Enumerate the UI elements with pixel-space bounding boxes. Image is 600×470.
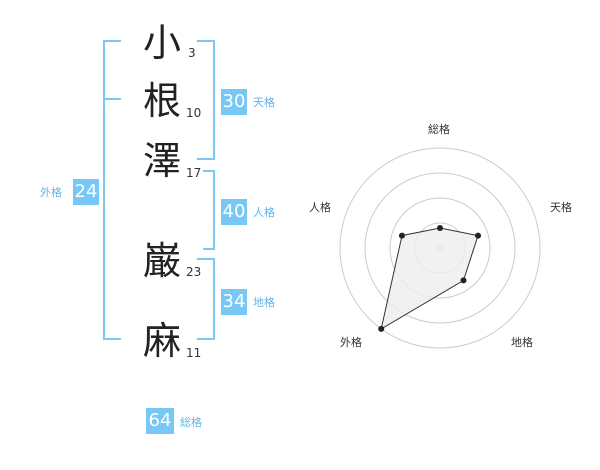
radar-label-top: 総格 — [428, 123, 450, 136]
radar-ring-4 — [339, 147, 541, 349]
soukaku-score: 64 — [146, 408, 174, 434]
radar-point-2 — [475, 232, 482, 239]
radar-ring-3 — [364, 172, 516, 324]
gaikaku-label: 外格 — [40, 186, 62, 199]
gaikaku-bracket — [103, 40, 121, 340]
radar-point-1 — [437, 225, 443, 231]
jinkaku-label: 人格 — [253, 206, 275, 219]
radar-point-3 — [460, 277, 467, 284]
tenkaku-bracket — [197, 40, 215, 160]
name-char-1: 小 — [143, 21, 182, 65]
radar-label-upper-left: 人格 — [309, 201, 331, 214]
chikaku-score: 34 — [221, 289, 247, 315]
gaikaku-bracket-tick — [103, 98, 121, 100]
radar-label-upper-right: 天格 — [550, 201, 572, 214]
name-char-2: 根 — [143, 79, 182, 123]
chikaku-bracket — [197, 258, 215, 340]
stroke-count-1: 3 — [188, 46, 196, 60]
name-char-3: 澤 — [143, 139, 182, 183]
jinkaku-bracket — [203, 170, 215, 250]
stroke-count-5: 11 — [186, 346, 202, 360]
chikaku-label: 地格 — [253, 296, 275, 309]
name-char-5: 麻 — [143, 319, 182, 363]
stroke-count-3: 17 — [186, 166, 202, 180]
radar-point-5 — [398, 232, 405, 239]
radar-polygon — [380, 227, 479, 330]
tenkaku-score: 30 — [221, 89, 247, 115]
soukaku-label: 総格 — [180, 416, 202, 429]
stroke-count-4: 23 — [186, 265, 202, 279]
tenkaku-label: 天格 — [253, 96, 275, 109]
radar-label-lower-right: 地格 — [511, 336, 533, 349]
name-char-4: 巌 — [143, 239, 182, 283]
radar-ring-2 — [389, 197, 491, 299]
radar-label-lower-left: 外格 — [340, 336, 362, 349]
jinkaku-score: 40 — [221, 199, 247, 225]
gaikaku-score: 24 — [73, 179, 99, 205]
stroke-count-2: 10 — [186, 106, 202, 120]
radar-point-4 — [378, 325, 385, 332]
